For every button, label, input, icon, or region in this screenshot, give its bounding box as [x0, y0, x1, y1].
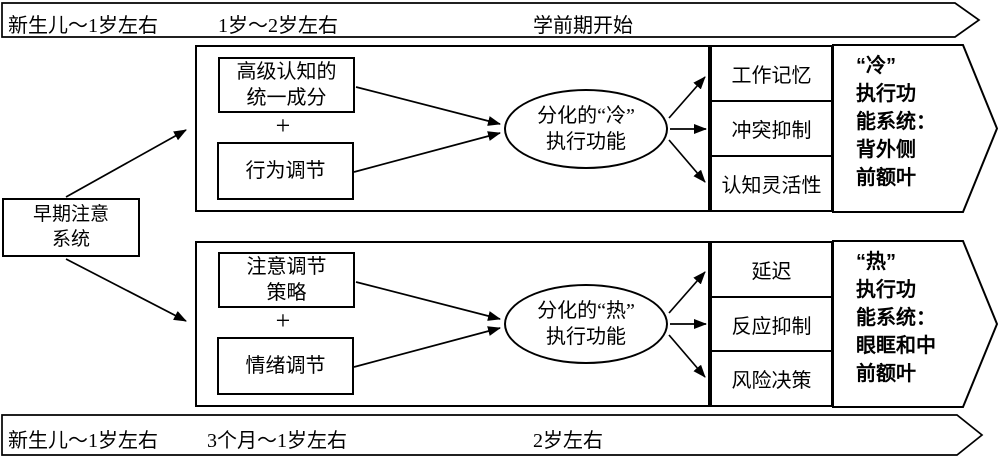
- cool-output-working-memory: 工作记忆: [731, 65, 812, 87]
- hot-output-response-inhibition: 反应抑制: [712, 295, 831, 351]
- hot-output-delay: 延迟: [751, 260, 792, 283]
- cool-system-pentagon: [832, 44, 999, 213]
- arrow-root-to-hot-branch: [65, 258, 187, 322]
- top-timeline-arrow-shape: [1, 2, 981, 38]
- arrow-cool-component-a-to-hub: [355, 86, 501, 126]
- hot-component-b-label: 情绪调节: [245, 355, 326, 377]
- cool-component-b-label: 行为调节: [245, 160, 326, 182]
- cool-output-cognitive-flexibility: 认知灵活性: [712, 155, 831, 210]
- cool-component-a-box: 高级认知的 统一成分: [218, 57, 355, 113]
- cool-branch-container: [195, 45, 710, 212]
- bottom-timeline-stage-label: 新生儿～1岁左右: [8, 430, 158, 452]
- hot-hub-label: 分化的“热” 执行功能: [537, 300, 635, 348]
- top-timeline-stage-label: 1岁～2岁左右: [218, 15, 338, 37]
- arrow-hot-hub-to-risk-decision: [668, 334, 706, 378]
- cool-outputs-list: 工作记忆 冲突抑制 认知灵活性: [710, 45, 833, 212]
- hot-system-pentagon: [832, 240, 999, 408]
- hot-branch-container: [195, 241, 710, 407]
- early-attention-system-label: 早期注意 系统: [32, 203, 109, 250]
- hot-plus-sign: +: [275, 306, 291, 335]
- cool-hub-ellipse: 分化的“冷” 执行功能: [504, 89, 668, 169]
- arrow-hot-component-a-to-hub: [355, 281, 501, 321]
- arrow-hot-hub-to-delay: [668, 271, 706, 314]
- cool-plus-sign: +: [275, 111, 291, 140]
- cool-output-conflict-inhibition: 冲突抑制: [712, 100, 831, 155]
- cool-component-b-box: 行为调节: [217, 142, 354, 200]
- hot-component-b-box: 情绪调节: [217, 337, 354, 395]
- arrow-hot-component-b-to-hub: [353, 326, 501, 368]
- hot-hub-ellipse: 分化的“热” 执行功能: [504, 284, 668, 364]
- bottom-timeline-arrow-shape: [1, 414, 984, 456]
- cool-component-a-label: 高级认知的 统一成分: [236, 61, 337, 109]
- hot-system-label: “热” 执行功 能系统： 眼眶和中 前额叶: [856, 251, 936, 385]
- hot-output-risk-decision: 风险决策: [712, 350, 831, 405]
- cool-system-label: “冷” 执行功 能系统： 背外侧 前额叶: [856, 55, 936, 189]
- bottom-timeline-stage-label: 2岁左右: [533, 430, 603, 452]
- arrow-cool-hub-to-working-memory: [668, 76, 706, 119]
- hot-outputs-list: 延迟 反应抑制 风险决策: [710, 241, 833, 407]
- arrow-root-to-cool-branch: [65, 129, 187, 198]
- arrow-cool-hub-to-cognitive-flexibility: [668, 139, 706, 183]
- bottom-timeline-stage-label: 3个月～1岁左右: [207, 430, 347, 452]
- early-attention-system-box: 早期注意 系统: [2, 198, 140, 257]
- top-timeline-stage-label: 学前期开始: [533, 15, 633, 37]
- top-timeline-stage-label: 新生儿～1岁左右: [8, 15, 158, 37]
- hot-component-a-label: 注意调节 策略: [246, 256, 327, 304]
- cool-hub-label: 分化的“冷” 执行功能: [537, 105, 635, 153]
- arrow-cool-component-b-to-hub: [353, 131, 501, 173]
- hot-component-a-box: 注意调节 策略: [218, 252, 355, 308]
